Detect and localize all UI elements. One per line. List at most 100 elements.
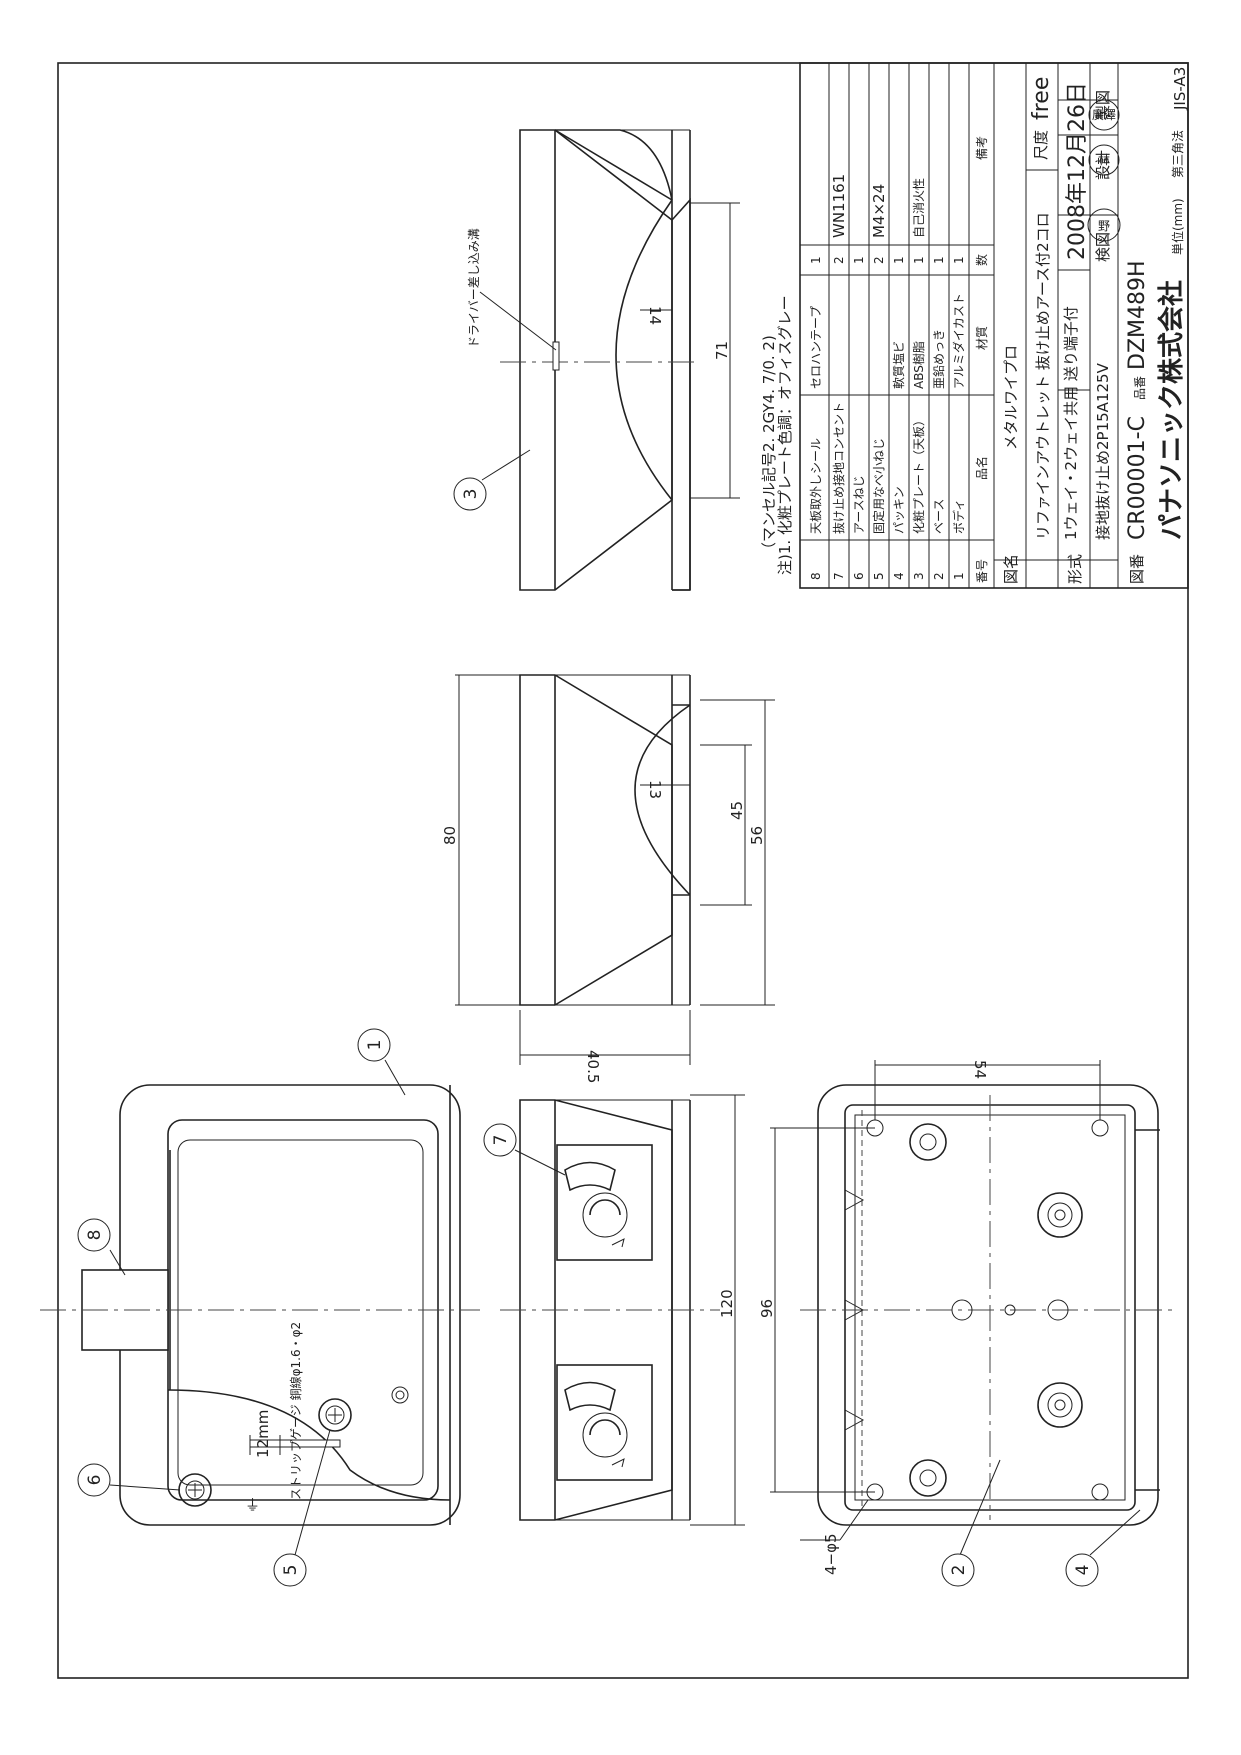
part-no-1: 1 [952, 572, 966, 580]
svg-text:1: 1 [365, 1040, 385, 1051]
part-qty-2: 1 [932, 256, 946, 264]
plan-view-body: ⏚ 12mm ストリップゲージ 銅線φ1.6・φ2 [40, 1084, 480, 1526]
svg-text:6: 6 [85, 1475, 105, 1486]
company-name: パナソニック株式会社 [1156, 280, 1187, 540]
svg-text:8: 8 [85, 1230, 105, 1241]
note-line-1: 注)1. 化粧プレート色調：オフィスグレー [776, 295, 794, 575]
dim-54: 54 [971, 1060, 989, 1079]
part-name-7: 抜け止め接地コンセント [831, 402, 846, 534]
part-name-2: ベース [932, 499, 946, 534]
part-qty-8: 1 [809, 256, 823, 264]
dim-14: 14 [646, 306, 664, 325]
dim-80: 80 [441, 826, 459, 845]
part-remarks-3: 自己消火性 [912, 178, 926, 238]
svg-text:4: 4 [1073, 1565, 1093, 1576]
balloon-8: 8 [77, 1218, 126, 1276]
dim-71: 71 [713, 341, 731, 360]
header-qty: 数 [974, 254, 989, 266]
part-remarks-5: M4×24 [870, 184, 888, 238]
sheet-border [57, 62, 1189, 1679]
part-qty-4: 1 [892, 256, 906, 264]
scale-value: free [1029, 77, 1054, 120]
part-material-1: アルミダイカスト [951, 293, 966, 389]
label-design: 設計 [1094, 150, 1112, 180]
ground-wire-note: ストリップゲージ 銅線φ1.6・φ2 [288, 1322, 303, 1500]
part-name-4: パッキン [892, 486, 906, 534]
label-model: 形式 [1066, 554, 1084, 584]
drawing-name-line1: メタルワイプロ [1002, 345, 1020, 450]
part-qty-1: 1 [952, 256, 966, 264]
dim-56: 56 [748, 826, 766, 845]
label-product-no: 品番 [1133, 376, 1147, 400]
dim-120: 120 [718, 1289, 736, 1318]
balloon-6: 6 [77, 1463, 181, 1497]
part-name-8: 天板取外しシール [809, 438, 823, 534]
bottom-view-base: 96 54 4−φ5 [758, 1060, 1175, 1575]
part-material-3: ABS樹脂 [911, 341, 926, 389]
svg-text:2: 2 [949, 1565, 969, 1576]
label-draw: 製図 [1094, 90, 1112, 120]
side-view-middle: 80 40.5 56 45 13 [441, 674, 775, 1083]
ground-symbol: ⏚ [245, 1496, 260, 1514]
part-qty-5: 2 [872, 256, 886, 264]
balloon-5: 5 [273, 1429, 331, 1587]
svg-text:5: 5 [281, 1565, 301, 1576]
title-block: 注)1. 化粧プレート色調：オフィスグレー （マンセル記号2. 2GY4. 7/… [760, 62, 1189, 589]
note-line-2: （マンセル記号2. 2GY4. 7/0. 2) [760, 335, 778, 557]
part-no-5: 5 [872, 572, 886, 580]
header-material: 材質 [974, 326, 989, 350]
svg-text:7: 7 [491, 1135, 511, 1146]
part-material-8: セロハンテープ [809, 306, 823, 389]
part-material-4: 軟質塩ビ [891, 341, 906, 389]
svg-text:廣澤: 廣澤 [1092, 108, 1116, 122]
part-material-2: 亜鉛めっき [932, 329, 946, 389]
dim-13: 13 [646, 780, 664, 799]
unit-label: 単位(mm) [1170, 198, 1185, 255]
svg-text:3: 3 [461, 489, 481, 500]
part-name-3: 化粧プレート（天板） [912, 414, 926, 534]
dim-40-5: 40.5 [584, 1050, 602, 1083]
balloon-7: 7 [483, 1123, 566, 1176]
part-no-3: 3 [912, 572, 926, 580]
drawing-no: CR00001-C [1125, 416, 1150, 540]
label-scale: 尺度 [1032, 130, 1050, 160]
header-no: 番号 [975, 559, 989, 583]
label-check: 検図 [1094, 232, 1112, 262]
holes-note: 4−φ5 [822, 1533, 840, 1575]
svg-text:野: 野 [1098, 219, 1110, 233]
model-line2: 接地抜け止め2P15A125V [1094, 362, 1112, 540]
balloons: 1 2 3 4 5 6 7 [77, 449, 1141, 1587]
front-view-plate: 120 [500, 1094, 745, 1526]
strip-length: 12mm [254, 1410, 272, 1458]
driver-slot-note: ドライバー差し込み溝 [467, 228, 481, 348]
part-remarks-7: WN1161 [830, 174, 848, 238]
balloon-3: 3 [453, 449, 531, 511]
part-name-5: 固定用なべ小ねじ [871, 438, 886, 534]
balloon-4: 4 [1065, 1509, 1141, 1587]
part-no-6: 6 [852, 572, 866, 580]
part-qty-7: 2 [832, 256, 846, 264]
part-no-7: 7 [832, 572, 846, 580]
date: 2008年12月26日 [1065, 82, 1090, 260]
dim-96: 96 [758, 1299, 776, 1318]
product-no: DZM489H [1125, 260, 1150, 370]
part-qty-6: 1 [852, 256, 866, 264]
model-line1: 1ウェイ・2ウェイ共用 送り端子付 [1062, 306, 1080, 540]
stamp-design: 林 [1088, 144, 1120, 176]
part-no-2: 2 [932, 572, 946, 580]
drawing-name-line2: リファインアウトレット 抜け止めアース付2コロ [1034, 212, 1052, 540]
header-remarks: 備考 [974, 136, 989, 160]
projection-label: 第三角法 [1171, 130, 1185, 178]
part-no-8: 8 [809, 572, 823, 580]
header-name: 品名 [974, 456, 989, 480]
standard-label: JIS-A3 [1171, 67, 1189, 111]
label-drawing-no: 図番 [1128, 554, 1146, 584]
dim-45: 45 [728, 801, 746, 820]
part-qty-3: 1 [912, 256, 926, 264]
part-name-6: アースねじ [852, 475, 866, 534]
side-view-top: 71 14 ドライバー差し込み溝 [467, 129, 740, 591]
balloon-2: 2 [941, 1459, 1001, 1587]
svg-text:林: 林 [1098, 153, 1110, 167]
part-no-4: 4 [892, 572, 906, 580]
